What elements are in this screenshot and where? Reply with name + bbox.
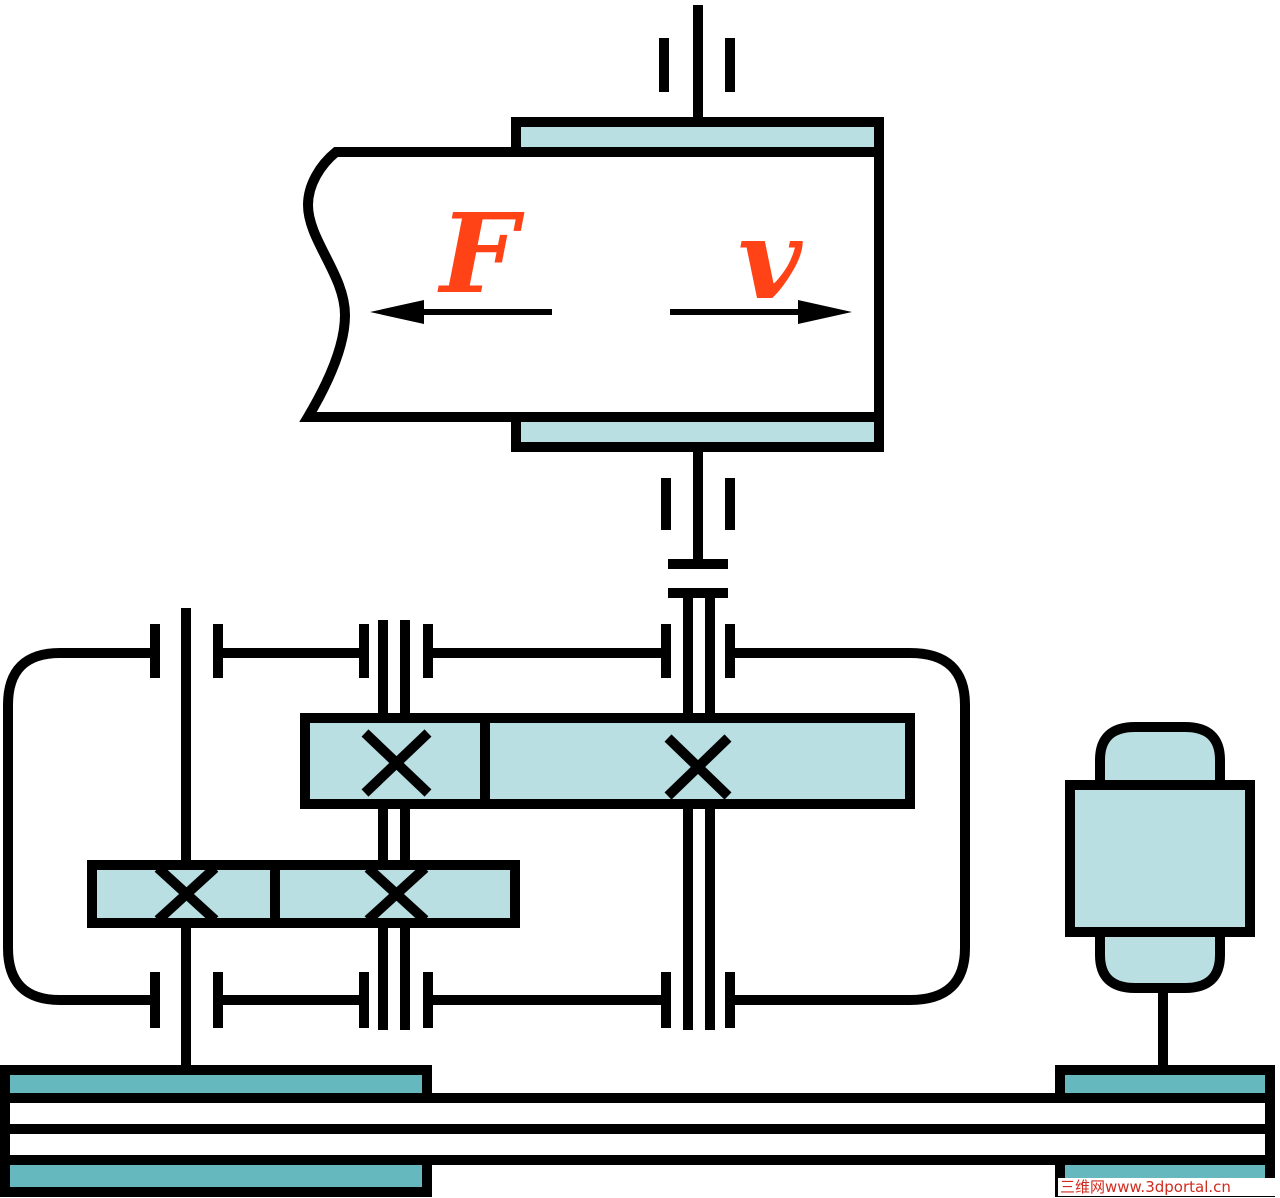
watermark: 三维网www.3dportal.cn bbox=[1060, 1178, 1231, 1196]
upper-gear-pair bbox=[300, 713, 915, 809]
drum-output-shaft bbox=[661, 447, 735, 562]
watermark-backdrop bbox=[1058, 1178, 1276, 1196]
velocity-label: v bbox=[738, 195, 803, 324]
conveyor-drum bbox=[299, 5, 884, 452]
belt-drive bbox=[0, 1065, 1275, 1197]
gearbox-shafts bbox=[181, 593, 715, 1068]
top-bearings bbox=[150, 624, 735, 678]
bottom-bearings bbox=[150, 972, 735, 1028]
lower-gear-pair bbox=[87, 860, 520, 928]
electric-motor bbox=[1065, 722, 1255, 1070]
velocity-arrow bbox=[670, 300, 852, 324]
force-arrow bbox=[370, 300, 552, 324]
gearbox-housing bbox=[3, 648, 970, 1005]
coupling bbox=[668, 559, 728, 598]
force-label: F bbox=[437, 189, 525, 318]
